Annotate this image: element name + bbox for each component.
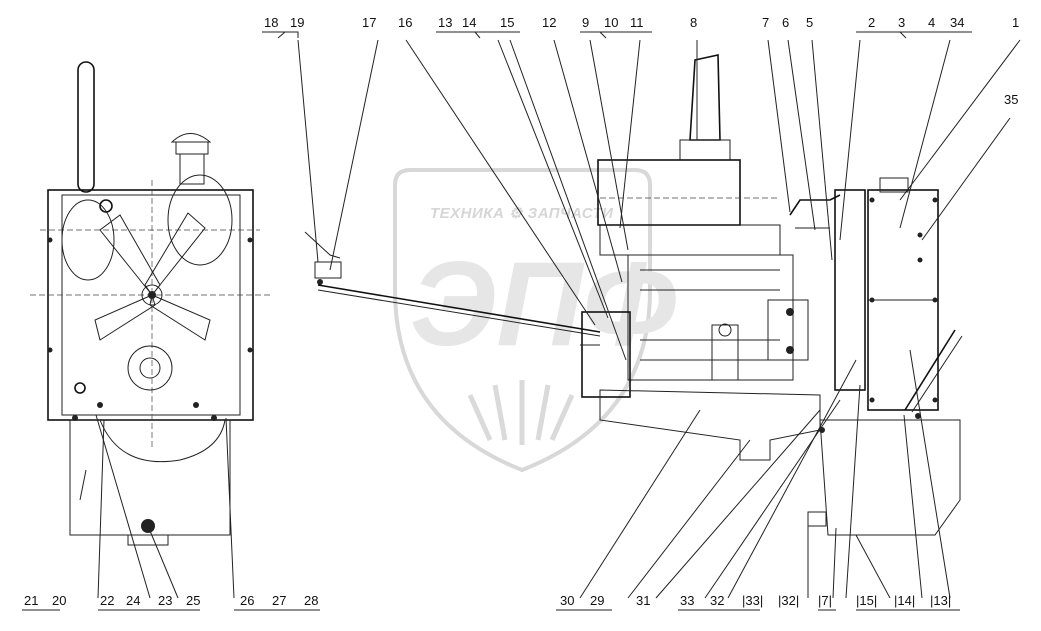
callout-14: 14 bbox=[462, 15, 476, 30]
side-view bbox=[580, 54, 963, 536]
watermark: ЭПФ ТЕХНИКА ⚙ ЗАПЧАСТИ bbox=[393, 168, 677, 473]
throttle-linkage bbox=[304, 231, 601, 337]
callout-33-boxed: |33| bbox=[742, 593, 763, 608]
callout-26: 26 bbox=[240, 593, 254, 608]
callout-25: 25 bbox=[186, 593, 200, 608]
bracket-ticks bbox=[22, 31, 972, 611]
callout-28: 28 bbox=[304, 593, 318, 608]
callout-4: 4 bbox=[928, 15, 935, 30]
callout-14-boxed: |14| bbox=[894, 593, 915, 608]
callout-11: 11 bbox=[630, 15, 644, 30]
callout-21: 21 bbox=[24, 593, 38, 608]
callout-10: 10 bbox=[604, 15, 618, 30]
callout-1: 1 bbox=[1012, 15, 1019, 30]
callout-33: 33 bbox=[680, 593, 694, 608]
callout-6: 6 bbox=[782, 15, 789, 30]
callout-32-boxed: |32| bbox=[778, 593, 799, 608]
callout-13-boxed: |13| bbox=[930, 593, 951, 608]
callout-35: 35 bbox=[1004, 92, 1018, 107]
callout-5: 5 bbox=[806, 15, 813, 30]
callout-31: 31 bbox=[636, 593, 650, 608]
callout-labels-top: 18 19 17 16 13 14 15 12 9 10 11 8 7 6 5 … bbox=[264, 15, 1019, 107]
callout-22: 22 bbox=[100, 593, 114, 608]
callout-30: 30 bbox=[560, 593, 574, 608]
callout-15: 15 bbox=[500, 15, 514, 30]
callout-7: 7 bbox=[762, 15, 769, 30]
callout-8: 8 bbox=[690, 15, 697, 30]
callout-17: 17 bbox=[362, 15, 376, 30]
callout-29: 29 bbox=[590, 593, 604, 608]
callout-27: 27 bbox=[272, 593, 286, 608]
callout-23: 23 bbox=[158, 593, 172, 608]
callout-3: 3 bbox=[898, 15, 905, 30]
front-view bbox=[30, 61, 270, 546]
watermark-logo-text: ЭПФ bbox=[410, 237, 677, 371]
callout-7-boxed: |7| bbox=[818, 593, 832, 608]
callout-34: 34 bbox=[950, 15, 964, 30]
callout-16: 16 bbox=[398, 15, 412, 30]
callout-2: 2 bbox=[868, 15, 875, 30]
callout-13: 13 bbox=[438, 15, 452, 30]
callout-18: 18 bbox=[264, 15, 278, 30]
callout-19: 19 bbox=[290, 15, 304, 30]
callout-32: 32 bbox=[710, 593, 724, 608]
callout-12: 12 bbox=[542, 15, 556, 30]
callout-24: 24 bbox=[126, 593, 140, 608]
leader-lines bbox=[95, 39, 1021, 599]
callout-20: 20 bbox=[52, 593, 66, 608]
callout-15-boxed: |15| bbox=[856, 593, 877, 608]
callout-labels-bottom: 21 20 22 24 23 25 26 27 28 30 29 31 33 3… bbox=[24, 593, 951, 608]
callout-9: 9 bbox=[582, 15, 589, 30]
watermark-text: ТЕХНИКА ⚙ ЗАПЧАСТИ bbox=[430, 205, 614, 222]
